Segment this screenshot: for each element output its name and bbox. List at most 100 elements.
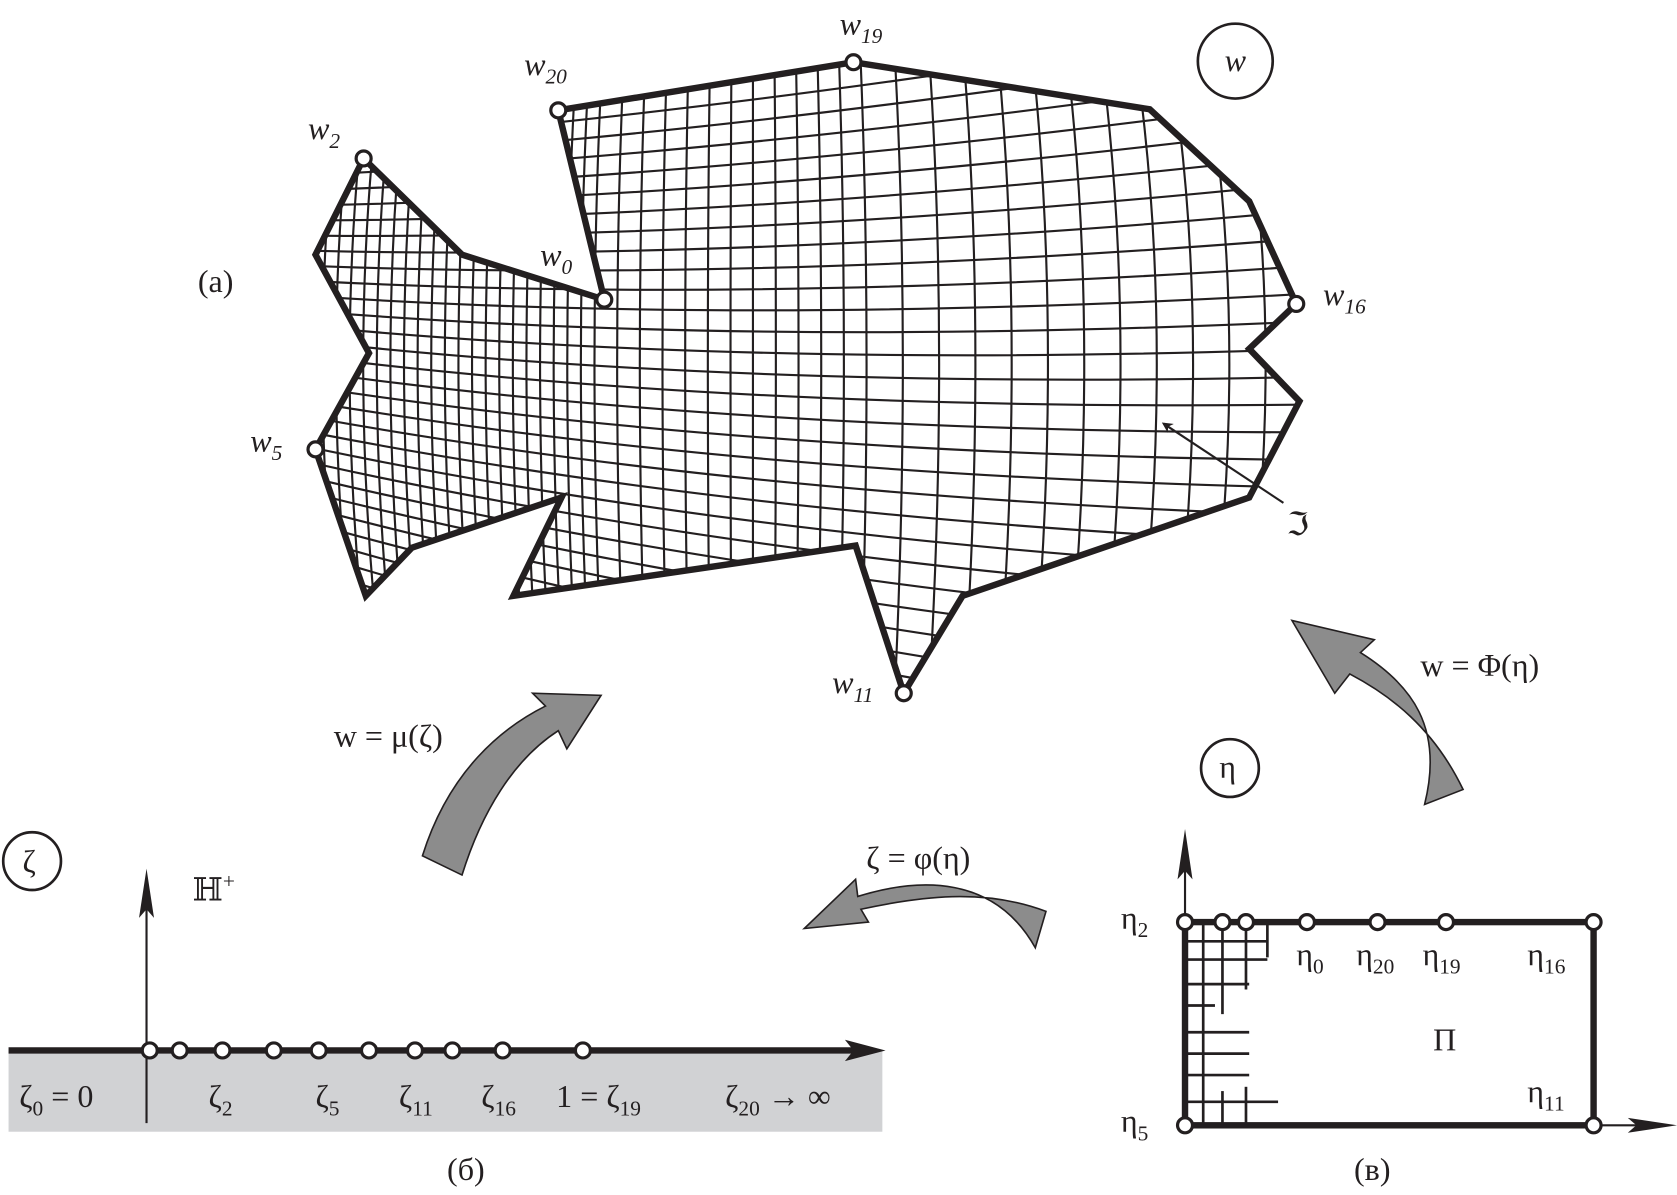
grid-line (638, 62, 648, 694)
Phi-arrow-icon (1290, 619, 1465, 806)
eta-point (1297, 913, 1317, 932)
grid-line (1132, 62, 1158, 694)
grid-line (538, 62, 553, 694)
zeta-point (170, 1041, 189, 1060)
grid-line (430, 62, 451, 694)
pointer-arrow (1161, 422, 1285, 504)
panel-a-label: (a) (198, 263, 234, 299)
region-label: Π (1433, 1021, 1456, 1057)
panel-b-label: (б) (447, 1151, 485, 1187)
label-w16: w16 (1323, 276, 1366, 319)
label-w2: w2 (308, 110, 340, 153)
grid-line (729, 62, 733, 694)
grid-line (315, 354, 1300, 407)
grid-line (315, 324, 1300, 357)
grid-line (927, 62, 941, 694)
grid-line (315, 62, 1300, 147)
label-eta19: η19 (1422, 936, 1460, 979)
label-w20: w20 (524, 46, 567, 89)
grid-line (315, 153, 1300, 222)
eta-point (1584, 913, 1603, 932)
grid-line (837, 62, 845, 694)
grid-line (402, 62, 425, 694)
eta-real-arrow-icon (1627, 1117, 1677, 1133)
eta-point (1175, 913, 1195, 932)
vertex-w20 (549, 101, 568, 120)
label-w19: w19 (840, 5, 883, 48)
zeta-point (443, 1041, 462, 1060)
phi-arrow-icon (802, 877, 1047, 950)
pointer-label: ℑ (1287, 506, 1309, 542)
grid-line (315, 208, 1300, 254)
mu-arrow-icon (421, 692, 603, 877)
label-w11: w11 (832, 664, 873, 707)
vertex-w16 (1287, 294, 1306, 314)
grid-line (315, 399, 1300, 489)
label-zeta2: ζ2 (209, 1078, 233, 1121)
grid-line (362, 62, 387, 694)
label-zeta11: ζ11 (399, 1078, 433, 1121)
grid-line (315, 62, 1300, 117)
grid-line (1098, 62, 1122, 694)
zeta-point (309, 1041, 328, 1060)
vertex-w2 (354, 149, 373, 168)
zeta-point (573, 1041, 592, 1060)
grid-line (498, 62, 515, 694)
vertex-w19 (844, 53, 863, 72)
vertex-w5 (306, 440, 325, 459)
grid-line (315, 488, 1300, 656)
grid-line (315, 384, 1300, 462)
vertex-w0 (595, 290, 614, 309)
grid-line (315, 548, 1300, 694)
grid-line (706, 62, 712, 694)
w-plane-panel: (a) w2 w20 w19 w0 w16 w5 w11 w ℑ (198, 5, 1366, 707)
Phi-mapping-label: w = Φ(η) (1420, 647, 1539, 683)
mu-mapping-label: w = μ(ζ) (334, 718, 443, 754)
grid-line (684, 62, 690, 694)
real-axis-arrow-icon (844, 1039, 886, 1062)
grid-line (315, 62, 1300, 162)
label-zeta5: ζ5 (316, 1078, 340, 1121)
mapping-arrows (421, 619, 1465, 950)
grid-line (511, 62, 528, 694)
eta-point (1436, 913, 1456, 932)
grid-line (315, 180, 1300, 237)
zeta-point (359, 1041, 379, 1060)
label-zeta19: 1 = ζ19 (556, 1078, 641, 1121)
w-polygon-boundary (311, 58, 1304, 701)
eta-point (1368, 913, 1387, 932)
grid-line (616, 62, 626, 694)
grid-line (315, 125, 1300, 207)
grid-line (315, 369, 1300, 434)
label-eta11: η11 (1527, 1073, 1564, 1116)
label-w5: w5 (250, 423, 282, 466)
grid-line (315, 309, 1300, 334)
grid-line (525, 62, 541, 694)
eta-plane-circle (1199, 737, 1261, 799)
zeta-plane-circle (1, 830, 63, 892)
label-eta0: η0 (1296, 936, 1323, 979)
grid-line (1235, 62, 1267, 694)
grid-line (375, 62, 399, 694)
grid-line (315, 563, 1300, 694)
grid-line (858, 62, 868, 694)
zeta-point (264, 1041, 283, 1060)
lower-half-band (8, 1050, 883, 1132)
panel-c-label: (в) (1354, 1151, 1391, 1187)
label-eta20: η20 (1356, 936, 1394, 979)
half-plane-label: ℍ+ (193, 869, 235, 908)
phi-mapping-label: ζ = φ(η) (866, 840, 970, 876)
w-plane-circle (1196, 22, 1275, 100)
grid-line (1201, 62, 1231, 694)
eta-plane-panel: η2 η0 η20 η19 η16 η5 η11 Π η (в) (1121, 737, 1677, 1187)
eta-imag-arrow-icon (1177, 829, 1193, 880)
grid-line (315, 533, 1300, 694)
grid-line (348, 62, 374, 694)
eta-point (1213, 913, 1232, 932)
vertex-w11 (894, 684, 913, 703)
grid-line (315, 638, 1300, 694)
grid-line (416, 62, 438, 694)
label-zeta16: ζ16 (481, 1078, 516, 1121)
grid-line (315, 62, 1300, 132)
